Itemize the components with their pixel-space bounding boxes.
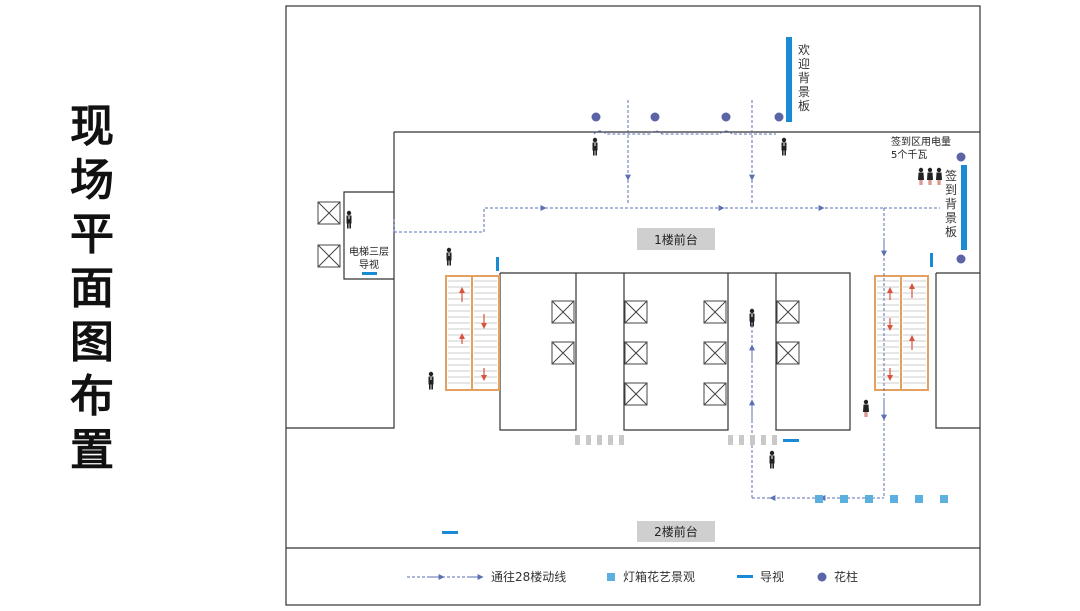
staff-icon — [428, 371, 434, 390]
welcome-board — [786, 37, 792, 122]
lightbox-icon — [890, 495, 898, 503]
elevator-box — [776, 341, 800, 365]
welcome-board-char: 板 — [798, 99, 810, 113]
hostess-icon — [863, 399, 869, 417]
signage-icon — [783, 439, 799, 442]
staff-icon — [769, 450, 775, 469]
legend-flower-label: 花柱 — [834, 569, 858, 584]
signage-icon — [930, 253, 933, 267]
signage-icon — [442, 531, 458, 534]
signin-power-note-line1: 签到区用电量 — [891, 135, 951, 148]
escalator-left — [445, 275, 500, 391]
front-desk-2f-label: 2楼前台 — [654, 524, 698, 539]
signin-board-char: 到 — [945, 183, 957, 197]
crosswalk-right — [728, 435, 777, 445]
lightbox-icon — [915, 495, 923, 503]
legend-signage-label: 导视 — [760, 569, 784, 584]
lightbox-icon — [940, 495, 948, 503]
signin-power-note-line2: 5个千瓦 — [891, 149, 927, 161]
hostess-icon — [927, 167, 933, 185]
welcome-board-char: 欢 — [798, 42, 810, 57]
hostess-icon — [936, 167, 942, 185]
signin-board-char: 景 — [945, 211, 957, 225]
page-title: 现场平面图布置 — [70, 101, 114, 476]
elevator-box — [703, 341, 727, 365]
legend-route-label: 通往28楼动线 — [491, 569, 566, 584]
flower-column-icon — [591, 112, 601, 122]
elevator-box — [317, 201, 341, 225]
front-desk-1f-label: 1楼前台 — [654, 232, 698, 247]
elevator-box — [317, 244, 341, 268]
staff-icon — [446, 247, 452, 266]
elevator-box — [703, 382, 727, 406]
welcome-board-char: 背 — [798, 71, 810, 85]
flower-column-icon — [774, 112, 784, 122]
legend: 通往28楼动线 灯箱花艺景观 导视 花柱 — [407, 569, 858, 584]
lightbox-row — [815, 495, 948, 503]
signage-icon — [362, 272, 377, 275]
elevator-box — [624, 341, 648, 365]
flower-column-icon — [956, 254, 966, 264]
flower-columns — [591, 112, 966, 264]
elevator-signage-label-line1: 电梯三层 — [349, 245, 389, 258]
hostess-icon — [918, 167, 924, 185]
elevator-box — [551, 341, 575, 365]
welcome-board-char: 迎 — [798, 57, 810, 71]
signin-board-char: 背 — [945, 197, 957, 211]
elevator-box — [551, 300, 575, 324]
elevator-box — [776, 300, 800, 324]
elevator-box — [624, 382, 648, 406]
crosswalk-left — [575, 435, 624, 445]
escalator-right — [874, 275, 929, 391]
staff-icon — [592, 137, 598, 156]
welcome-board-char: 景 — [798, 85, 810, 99]
front-desk-1f: 1楼前台 — [637, 228, 715, 250]
signin-board — [961, 165, 967, 250]
signin-board-char: 板 — [945, 225, 957, 239]
elevator-box — [624, 300, 648, 324]
building-wall — [286, 131, 980, 549]
signage-legend-icon — [737, 575, 753, 578]
flower-column-icon — [650, 112, 660, 122]
lightbox-icon — [865, 495, 873, 503]
signage-bars — [362, 253, 933, 534]
outer-frame — [285, 5, 981, 606]
flower-column-icon — [721, 112, 731, 122]
signage-icon — [496, 257, 499, 271]
legend-lightbox-label: 灯箱花艺景观 — [623, 569, 695, 584]
signin-board-char: 签 — [945, 168, 957, 183]
staff-icon — [781, 137, 787, 156]
elevator-box — [703, 300, 727, 324]
flower-column-legend-icon — [817, 572, 827, 582]
elevator-signage-label-line2: 导视 — [359, 258, 379, 271]
front-desk-2f: 2楼前台 — [637, 521, 715, 542]
flower-column-icon — [956, 152, 966, 162]
route-lines — [393, 100, 940, 501]
staff-icon — [749, 308, 755, 327]
lightbox-icon — [840, 495, 848, 503]
staff-icon — [346, 210, 352, 229]
lightbox-icon — [815, 495, 823, 503]
lightbox-legend-icon — [607, 573, 615, 581]
